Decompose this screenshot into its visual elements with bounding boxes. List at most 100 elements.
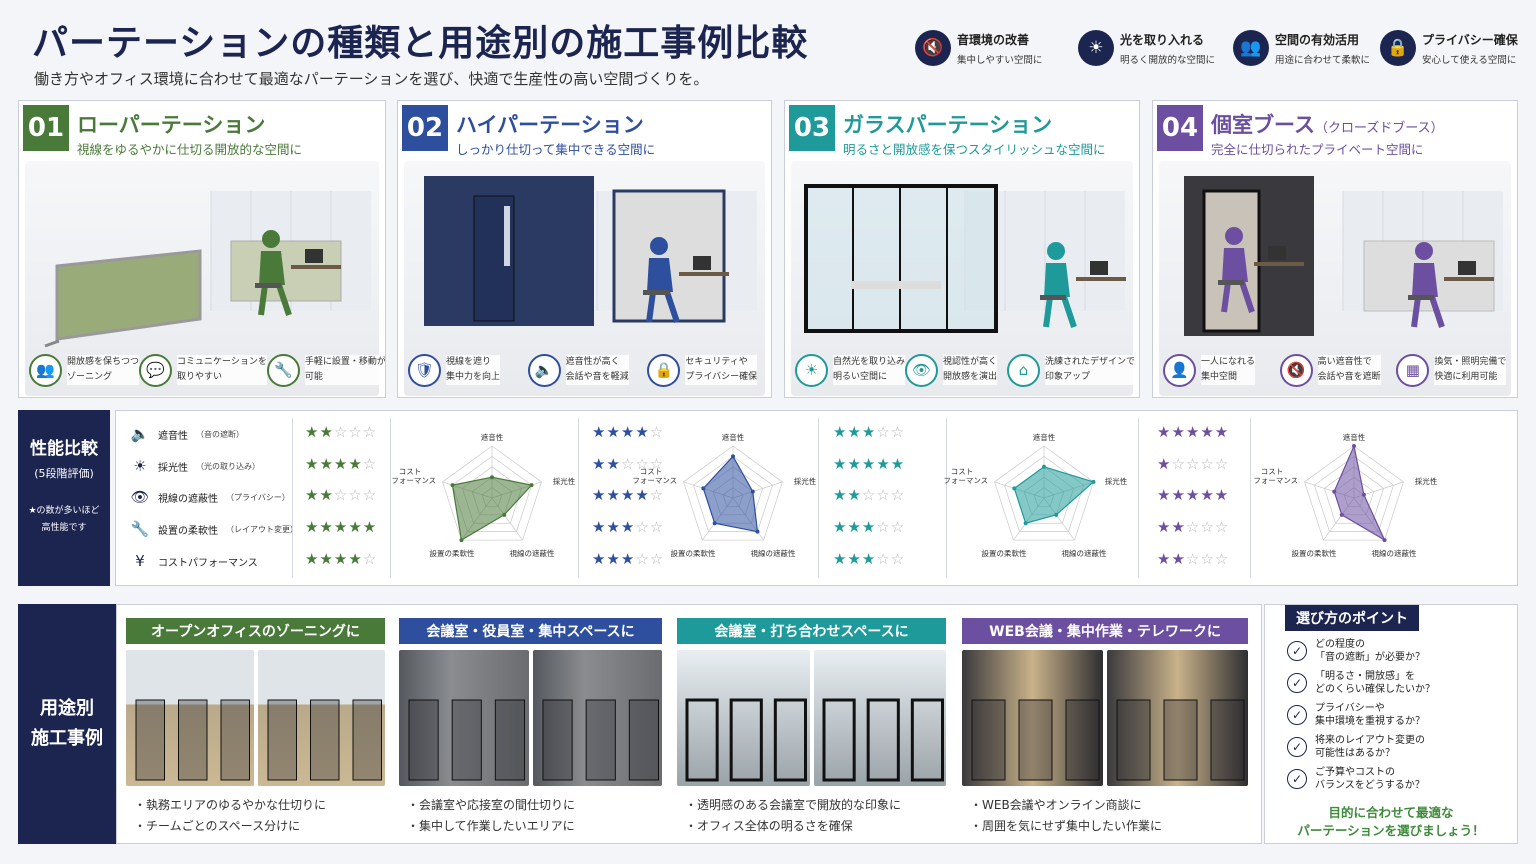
benefit-title: 空間の有効活用 (1275, 32, 1360, 47)
case-photo (813, 650, 946, 786)
laptop (1090, 261, 1108, 275)
criterion-label: 採光性 (158, 462, 188, 474)
radar-grid (442, 445, 542, 541)
radar-axis-label: 遮音性 (1343, 432, 1366, 442)
stars-filled: ★★★ (592, 518, 636, 536)
case-photo (962, 650, 1103, 786)
radar-chart: 遮音性採光性視線の遮蔽性設置の柔軟性コストパフォーマンス (1254, 432, 1438, 558)
feature-item: 👤一人になれる 集中空間 (1163, 349, 1280, 391)
benefit-text: 空間の有効活用用途に合わせて柔軟に (1275, 31, 1370, 66)
column-divider (390, 418, 391, 578)
illustration-svg (804, 184, 1126, 333)
star-rating: ★★☆☆☆ (833, 486, 905, 504)
page-subtitle: 働き方やオフィス環境に合わせて最適なパーテーションを選び、快適で生産性の高い空間… (34, 70, 709, 88)
star-rating: ★★★☆☆ (833, 423, 905, 441)
desk (1254, 262, 1304, 266)
criterion-1: 🔈遮音性（音の遮断） (130, 425, 244, 443)
star-rating: ★★★★★ (305, 518, 377, 536)
criterion-label: 遮音性 (158, 430, 188, 442)
card-title-main: 個室ブース (1211, 113, 1315, 137)
radar-point (1382, 538, 1387, 543)
tip-item: ✓「明るさ・開放感」を どのくらい確保したいか？ (1287, 670, 1435, 696)
star-rating: ★★☆☆☆ (592, 455, 664, 473)
desk (291, 265, 341, 269)
tip-item: ✓ご予算やコストの バランスをどうするか？ (1287, 766, 1425, 792)
stars-empty: ☆☆☆ (1185, 518, 1230, 536)
lock-icon: 🔒 (1380, 30, 1416, 66)
feature-item: 👁視認性が高く 開放感を演出 (905, 349, 1007, 391)
criterion-5: ¥コストパフォーマンス (130, 552, 258, 570)
radar-area (702, 455, 759, 533)
photo-partition (352, 699, 382, 781)
speaker-mute-icon: 🔇 (915, 30, 951, 66)
stars-empty: ☆☆☆ (333, 486, 378, 504)
radar-axis-label: 設置の柔軟性 (671, 548, 716, 558)
wrench-icon: 🔧 (266, 353, 300, 387)
star-rating: ★★★★★ (1157, 486, 1229, 504)
column-divider (818, 418, 819, 578)
case-photo-art (1116, 699, 1245, 781)
people-icon: 👥 (1233, 30, 1269, 66)
photo-partition (910, 698, 944, 782)
radar-point (502, 512, 507, 517)
case-photo-art (685, 698, 808, 782)
card-title: 個室ブース（クローズドブース） (1211, 109, 1444, 139)
illustration-svg (1184, 176, 1503, 336)
star-rating: ★☆☆☆☆ (1157, 455, 1229, 473)
desk (679, 272, 729, 276)
radar-point (490, 475, 494, 480)
tip-text: ご予算やコストの バランスをどうするか？ (1315, 767, 1425, 791)
chat-bubble-icon: 💬 (139, 353, 173, 387)
photo-partition (309, 699, 339, 781)
case-photo (257, 650, 385, 786)
stars-filled: ★★ (1157, 518, 1186, 536)
card-title: ハイパーテーション (456, 109, 644, 139)
stars-empty: ☆☆ (635, 518, 665, 536)
star-rating: ★★★☆☆ (833, 518, 905, 536)
sun-icon: ☀ (1078, 30, 1114, 66)
illustration-svg (424, 176, 757, 326)
stars-filled: ★★ (1157, 550, 1186, 568)
radar-point (701, 486, 706, 491)
case-header: オープンオフィスのゾーニングに (126, 618, 385, 644)
radar-axis-label: コストパフォーマンス (633, 467, 677, 485)
star-rating: ★★★★★ (1157, 423, 1229, 441)
tip-text: 将来のレイアウト変更の 可能性はあるか？ (1315, 735, 1425, 759)
stars-filled: ★★ (833, 486, 862, 504)
laptop (1268, 246, 1286, 260)
radar-axis-label: 視線の遮蔽性 (1062, 548, 1107, 558)
benefit-desc: 明るく開放的な空間に (1120, 54, 1216, 66)
criterion-label: 視線の遮蔽性 (158, 493, 218, 505)
performance-title: 性能比較 (30, 439, 98, 459)
card-number: 03 (789, 105, 835, 151)
feature-text: セキュリティや プライバシー確保 (685, 355, 758, 385)
feature-item: 💬コミュニケーションを 取りやすい (139, 349, 267, 391)
card-title-note: （クローズドブース） (1314, 121, 1444, 136)
photo-partition (729, 698, 763, 782)
sun-icon: ☀ (133, 457, 147, 475)
photo-partition (1018, 699, 1053, 781)
case-bullet: ・周囲を気にせず集中したい作業に (970, 819, 1163, 833)
case-column: 会議室・打ち合わせスペースに・透明感のある会議室で開放的な印象に・オフィス全体の… (677, 604, 946, 844)
radar-axis-label: 採光性 (1105, 476, 1128, 486)
feature-text: 洗練されたデザインで 印象アップ (1044, 355, 1135, 385)
radar-point (1361, 492, 1366, 497)
eye-icon: 👁 (130, 488, 150, 506)
stars-filled: ★★ (305, 486, 334, 504)
performance-subtitle: (5段階評価) (34, 467, 94, 480)
people-icon: 👥 (29, 353, 62, 387)
card-number: 01 (23, 105, 69, 151)
star-rating: ★★★★☆ (305, 550, 377, 568)
radar-point (750, 489, 755, 494)
feature-item: 🔒セキュリティや プライバシー確保 (647, 349, 767, 391)
person-head-icon (1415, 242, 1433, 260)
sun-icon: ☀ (795, 353, 828, 387)
person-head-icon (650, 237, 668, 255)
performance-note: ★の数が多いほど 高性能です (28, 506, 100, 533)
card-number: 04 (1157, 105, 1203, 151)
radar-point (450, 483, 455, 488)
photo-partition (685, 698, 719, 782)
